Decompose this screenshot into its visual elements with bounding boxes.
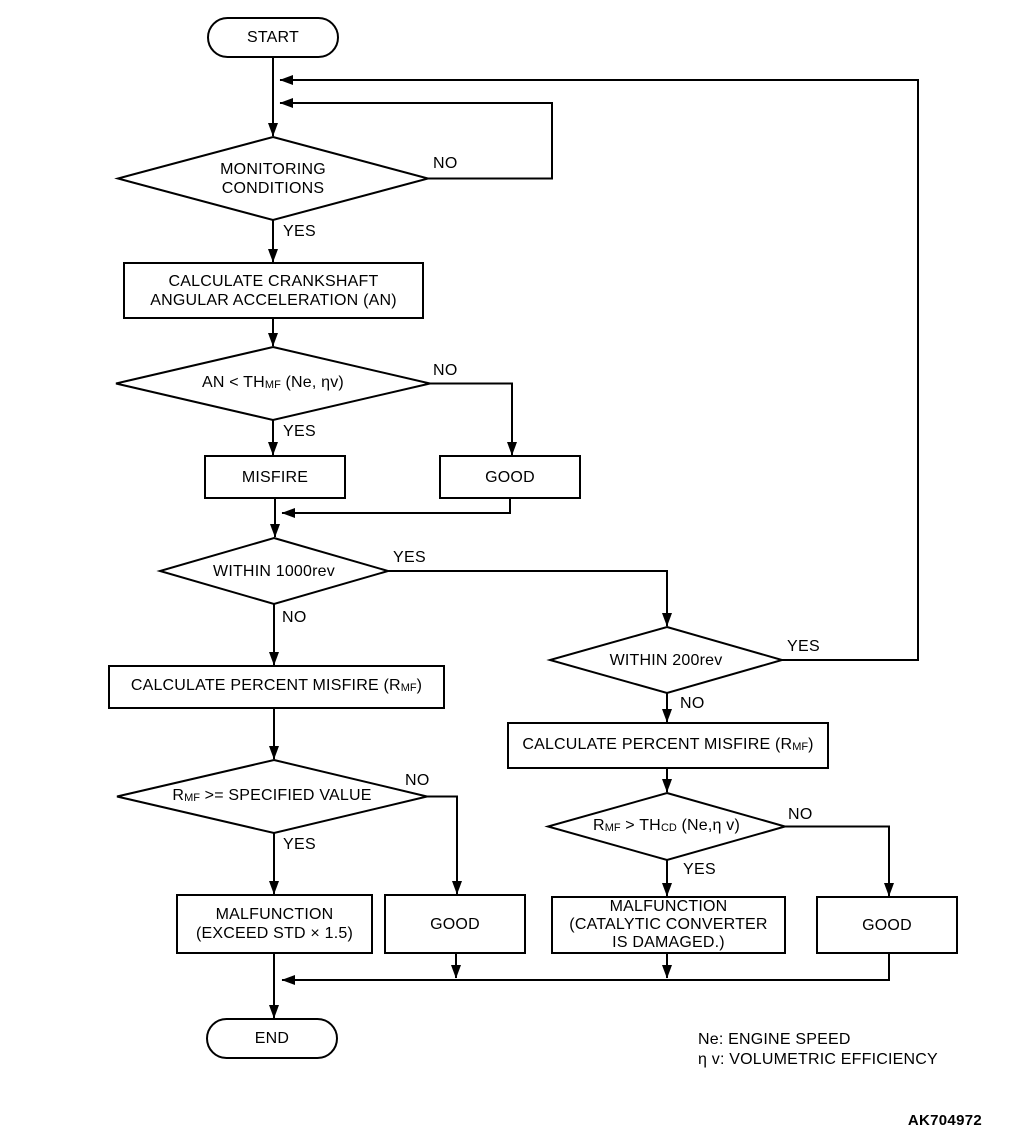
legend-line-eta: η v: VOLUMETRIC EFFICIENCY (698, 1051, 938, 1068)
edge-rmfthcd-no-to-good3 (785, 825, 894, 897)
edge-monitoring-no-loop (279, 98, 553, 180)
rmf-specified-value-diamond (116, 758, 428, 835)
within-200rev-diamond (546, 625, 786, 695)
edge-rmfspec-no-to-good2 (427, 795, 462, 895)
malfunction-cat-box (551, 896, 786, 954)
legend-line-ne: Ne: ENGINE SPEED (698, 1031, 851, 1048)
an-threshold-diamond (115, 345, 431, 422)
end-terminal-shape (206, 1018, 338, 1059)
good3-box (816, 896, 958, 954)
calculate-an-box (123, 262, 424, 319)
good1-box (439, 455, 581, 499)
figure-id: AK704972 (907, 1112, 982, 1129)
misfire-box (204, 455, 346, 499)
malfunction-std-box (176, 894, 373, 954)
edge-within200-yes-loop (279, 75, 919, 661)
monitoring-conditions-diamond (114, 135, 432, 222)
edge-an-no-to-good1 (430, 382, 517, 456)
good2-box (384, 894, 526, 954)
edge-good1-merge (281, 498, 511, 518)
calculate-rmf-right-box (507, 722, 829, 769)
edge-within1000-yes (388, 570, 672, 627)
calculate-rmf-left-box (108, 665, 445, 709)
within-1000rev-diamond (156, 536, 392, 606)
legend: Ne: ENGINE SPEED η v: VOLUMETRIC EFFICIE… (698, 1030, 938, 1070)
edge-bottom-collector (281, 953, 890, 985)
start-terminal-shape (207, 17, 339, 58)
rmf-thcd-diamond (544, 791, 789, 862)
